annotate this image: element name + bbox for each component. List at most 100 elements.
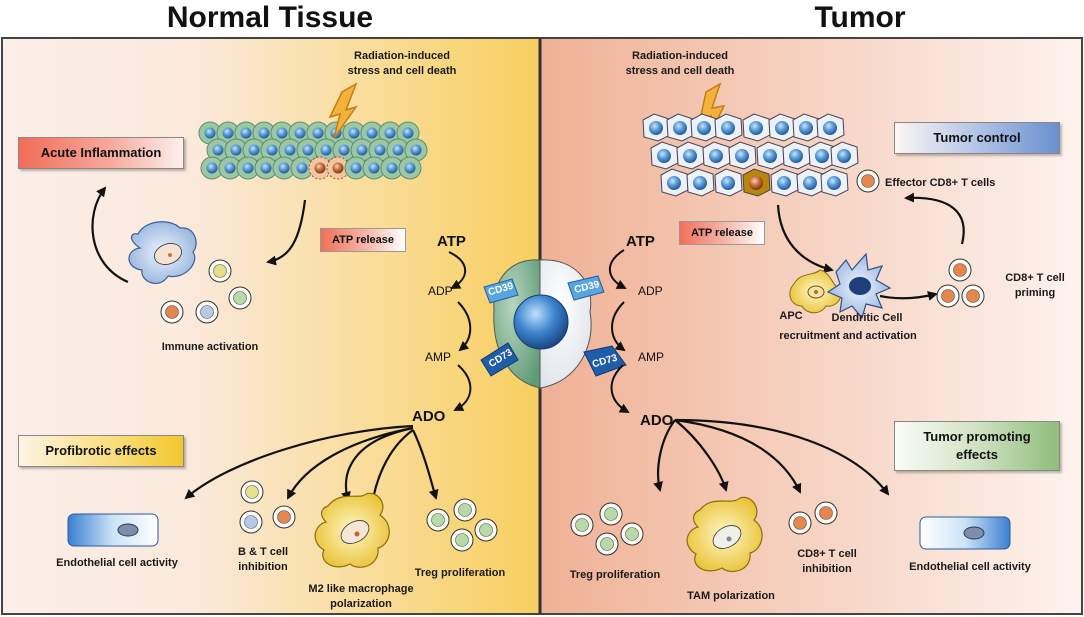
tissue-cell (296, 138, 320, 162)
bt-inhibition-label-line1: B & T cell (237, 546, 289, 558)
tissue-cell (386, 138, 410, 162)
cd8-inhibited-cell (788, 511, 812, 535)
treg-cell (570, 513, 594, 537)
tumor-cell (782, 141, 811, 170)
tissue-cell (200, 156, 224, 180)
apc-cell (789, 269, 842, 314)
b-t-cell (240, 480, 264, 504)
effector-cd8-cell (856, 169, 880, 193)
cd8-priming-cell (961, 284, 985, 308)
tumor-cell (796, 168, 825, 197)
tumor-cell (676, 141, 705, 170)
recruitment-label: recruitment and activation (779, 330, 917, 342)
tam-label: TAM polarization (687, 590, 775, 602)
tissue-cell (278, 138, 302, 162)
treg-cell (453, 498, 477, 522)
right-immune-cells (570, 169, 985, 556)
treg-cell (426, 508, 450, 532)
effector-cd8-label: Effector CD8+ T cells (885, 177, 996, 189)
treg-cell (474, 518, 498, 542)
right-atp-release-box: ATP release (679, 221, 765, 245)
left-macrophage (128, 221, 197, 285)
immune-cell (195, 300, 219, 324)
b-t-cell (272, 505, 296, 529)
left-atp-release-box: ATP release (320, 228, 406, 252)
tumor-cell (642, 113, 671, 142)
tissue-cell (218, 156, 242, 180)
right-endothelial-cell (919, 516, 1011, 550)
tumor-cell (728, 141, 757, 170)
cd39-left-enzyme (483, 278, 519, 304)
left-amp-label: AMP (425, 350, 452, 364)
cd8-priming-cell (936, 284, 960, 308)
right-cycle-arrows (776, 192, 965, 301)
immune-cell (208, 259, 232, 283)
left-atp-label: ATP (437, 233, 466, 250)
lightning-left (328, 82, 358, 139)
cd8-inhibition-label-line1: CD8+ T cell (797, 548, 857, 560)
tumor-cluster (642, 113, 859, 197)
left-radiation-label-line2: stress and cell death (347, 65, 457, 77)
tumor-title: Tumor (814, 1, 906, 34)
m2-macrophage (314, 492, 390, 568)
right-ado-fan-arrows (653, 418, 890, 496)
tumor-cell (768, 113, 797, 142)
treg-cell (620, 522, 644, 546)
immune-activation-label: Immune activation (161, 341, 259, 353)
right-atp-label: ATP (626, 233, 655, 250)
tumor-cell (650, 141, 679, 170)
right-radiation-label-line2: stress and cell death (625, 65, 735, 77)
left-pathway-arrows (448, 251, 472, 411)
immune-cell (160, 300, 184, 324)
left-endothelial-label: Endothelial cell activity (56, 557, 178, 569)
b-t-cell (239, 510, 263, 534)
immune-cell (228, 286, 252, 310)
dying-tumor-cell (742, 168, 771, 197)
tumor-cell (820, 168, 849, 197)
tissue-cell (350, 138, 374, 162)
cd8-priming-cell (948, 258, 972, 282)
tumor-cell (792, 113, 821, 142)
cd8-inhibited-cell (814, 501, 838, 525)
tumor-promoting-label-line1: Tumor promoting (923, 429, 1031, 444)
cd39-right-enzyme (567, 275, 605, 301)
bt-inhibition-label-line2: inhibition (238, 561, 288, 573)
tam-macrophage (686, 496, 763, 573)
left-endothelial-cell (67, 513, 159, 547)
right-pathway-arrows (608, 249, 630, 413)
normal-tissue-title: Normal Tissue (166, 1, 374, 34)
acute-inflammation-box: Acute Inflammation (18, 137, 184, 169)
tissue-cell (236, 156, 260, 180)
right-treg-label: Treg proliferation (569, 569, 661, 581)
dendritic-label: Dendritic Cell (831, 312, 903, 324)
tumor-promoting-box: Tumor promoting effects (894, 421, 1060, 471)
tumor-cell (742, 113, 771, 142)
m2-label-line1: M2 like macrophage (308, 583, 414, 595)
tumor-promoting-label-line2: effects (956, 447, 998, 462)
left-radiation-label-line1: Radiation-induced (354, 50, 450, 62)
tissue-cell (398, 156, 422, 180)
tumor-cell (714, 168, 743, 197)
right-endothelial-label: Endothelial cell activity (909, 561, 1031, 573)
tissue-cell (198, 121, 222, 145)
left-cycle-arrows (91, 186, 307, 284)
cd73-left-enzyme (480, 342, 519, 377)
tumor-cell (702, 141, 731, 170)
tumor-cell (686, 168, 715, 197)
right-ado-label: ADO (640, 412, 674, 429)
right-adp-label: ADP (638, 284, 663, 298)
tumor-cell (660, 168, 689, 197)
normal-tissue-cluster (198, 121, 428, 180)
left-immune-cells (160, 259, 498, 552)
tumor-cell (830, 141, 859, 170)
dendritic-cell (826, 252, 892, 320)
treg-cell (450, 528, 474, 552)
right-amp-label: AMP (638, 350, 665, 364)
tumor-cell (770, 168, 799, 197)
tumor-cell (756, 141, 785, 170)
tumor-cell (666, 113, 695, 142)
left-ado-label: ADO (412, 408, 446, 425)
tumor-cell (714, 113, 743, 142)
tissue-cell (396, 121, 420, 145)
